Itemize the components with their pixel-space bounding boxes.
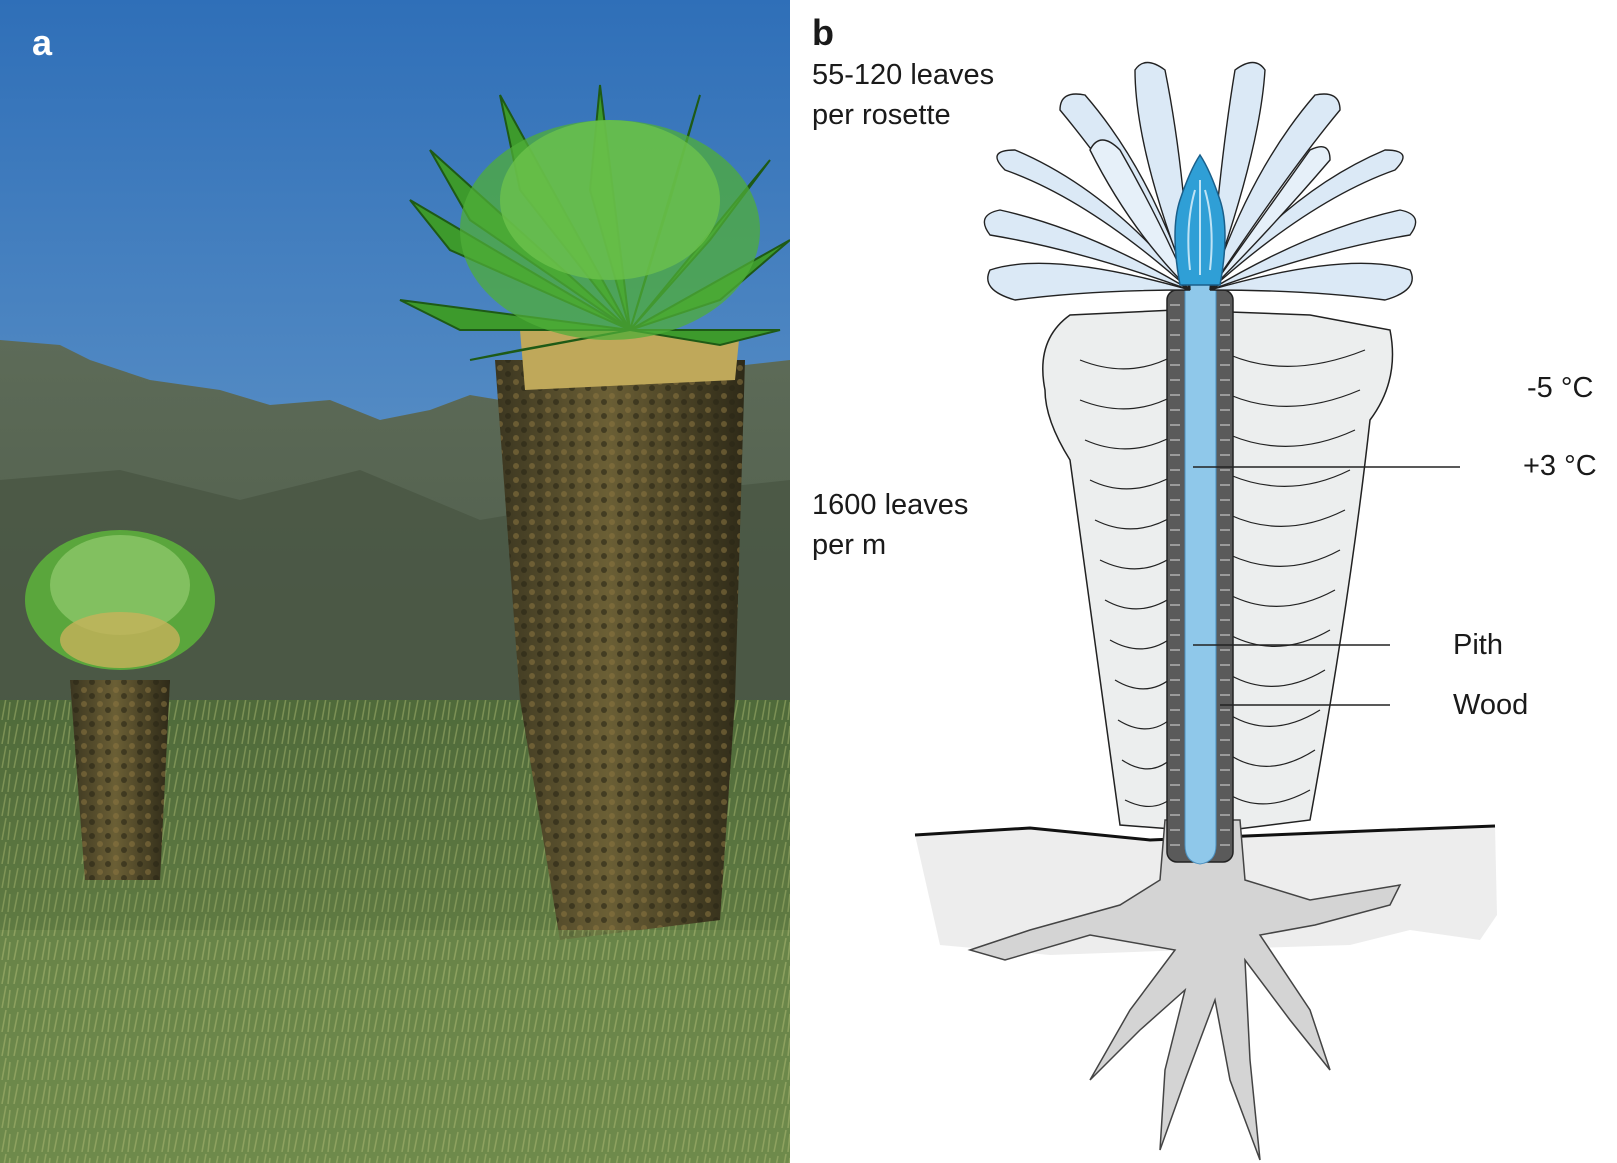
small-senecio-plant xyxy=(25,530,215,880)
temp-inner-label: +3 °C xyxy=(1523,450,1597,482)
rosette-leaves-line1: 55-120 leaves xyxy=(812,59,995,91)
giant-senecio-photo xyxy=(0,0,790,1163)
panel-letter-b: b xyxy=(812,12,834,53)
wood-rings xyxy=(1170,304,1230,846)
panel-letter-a: a xyxy=(32,22,53,63)
diagram-panel-b: b 55-120 leaves per rosette 1600 leaves … xyxy=(790,0,1617,1163)
dead-leaf-scales xyxy=(1079,349,1366,807)
photo-panel-a: a xyxy=(0,0,790,1163)
stem-leaves-label: 1600 leaves per m xyxy=(812,485,968,565)
temp-outer-label: -5 °C xyxy=(1527,372,1594,404)
tall-senecio-plant xyxy=(399,84,790,940)
senecio-anatomy-diagram xyxy=(914,61,1497,1161)
rosette-leaves-line2: per rosette xyxy=(812,99,951,131)
pith-label: Pith xyxy=(1453,629,1503,661)
wood-label: Wood xyxy=(1453,689,1529,721)
pith xyxy=(1184,274,1217,865)
stem-leaves-line1: 1600 leaves xyxy=(812,489,969,521)
roots xyxy=(967,819,1402,1161)
rosette-leaves-label: 55-120 leaves per rosette xyxy=(812,55,994,135)
stem-leaves-line2: per m xyxy=(812,529,887,561)
